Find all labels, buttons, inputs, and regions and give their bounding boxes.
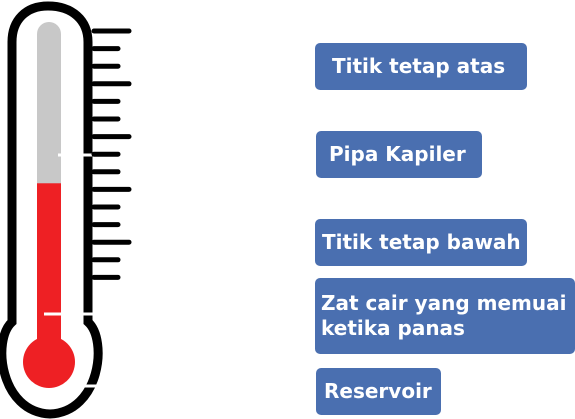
label-expanding-liquid: Zat cair yang memuai ketika panas <box>315 278 575 354</box>
thermometer-diagram <box>0 1 132 419</box>
label-bottom-fixed-point: Titik tetap bawah <box>315 219 527 266</box>
label-capillary-tube-text: Pipa Kapiler <box>329 142 466 166</box>
scale-ticks <box>91 28 132 280</box>
label-expanding-liquid-text: Zat cair yang memuai ketika panas <box>321 291 567 340</box>
label-reservoir: Reservoir <box>316 368 441 415</box>
label-top-fixed-point: Titik tetap atas <box>315 43 527 90</box>
label-bottom-fixed-point-text: Titik tetap bawah <box>322 230 521 254</box>
liquid-column <box>37 183 61 358</box>
label-capillary-tube: Pipa Kapiler <box>316 131 482 178</box>
label-reservoir-text: Reservoir <box>324 379 432 403</box>
label-top-fixed-point-text: Titik tetap atas <box>332 54 506 78</box>
reservoir-bulb <box>23 336 75 388</box>
